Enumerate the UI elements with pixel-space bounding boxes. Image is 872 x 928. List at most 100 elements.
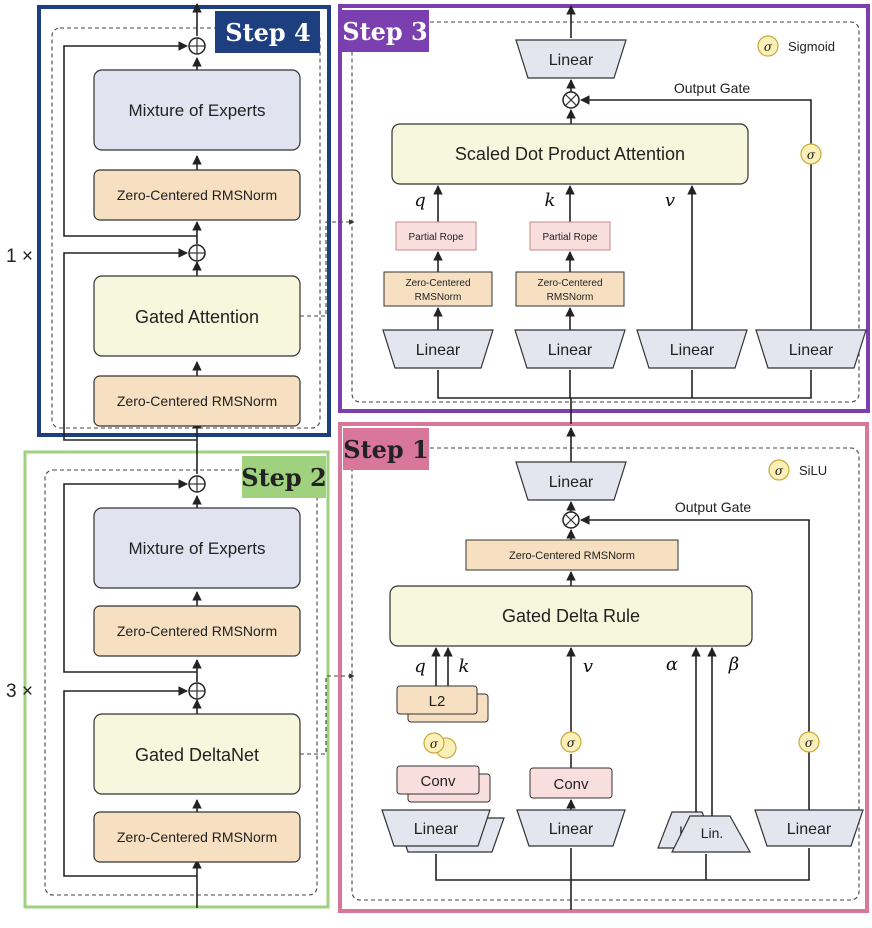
query-label: q <box>414 190 426 211</box>
svg-text:σ: σ <box>567 736 576 750</box>
zoom-link-attention <box>300 219 355 317</box>
conv-block: Conv <box>529 767 613 799</box>
conv-block: Conv <box>396 765 491 803</box>
residual-connection <box>63 248 197 441</box>
linear-v-block: Linear <box>516 809 626 847</box>
svg-text:RMSNorm: RMSNorm <box>415 292 462 303</box>
rmsnorm-block: Zero-Centered RMSNorm <box>93 811 301 863</box>
multiply-node <box>562 91 580 109</box>
query-label: q <box>414 656 426 677</box>
linear-qk-block: Linear <box>381 809 505 853</box>
gated-deltanet-block: Gated DeltaNet <box>93 713 301 795</box>
svg-text:σ: σ <box>807 148 816 162</box>
rmsnorm-block: Zero-Centered RMSNorm <box>93 169 301 221</box>
partial-rope-block: Partial Rope <box>395 221 477 251</box>
svg-text:Step 2: Step 2 <box>241 463 327 492</box>
svg-text:Linear: Linear <box>549 474 594 491</box>
linear-gate-block: Linear <box>755 329 867 369</box>
svg-text:L2: L2 <box>429 693 446 710</box>
repeat-count-deltanet: 3 × <box>6 681 33 702</box>
linear-gate-block: Linear <box>754 809 864 847</box>
attention-detail-panel <box>351 21 860 403</box>
svg-text:Partial Rope: Partial Rope <box>542 232 597 243</box>
add-node <box>188 244 206 262</box>
alpha-label: α <box>666 654 678 675</box>
attention-legend: σ Sigmoid <box>757 35 835 57</box>
multiply-node <box>562 511 580 529</box>
svg-text:Linear: Linear <box>414 821 459 838</box>
svg-text:Gated Attention: Gated Attention <box>135 307 259 327</box>
residual-connection <box>63 686 197 877</box>
svg-text:σ: σ <box>430 737 439 751</box>
moe-block: Mixture of Experts <box>93 507 301 589</box>
input-bus <box>435 848 810 881</box>
svg-text:Conv: Conv <box>553 776 589 793</box>
add-node <box>188 682 206 700</box>
svg-text:Linear: Linear <box>549 821 594 838</box>
gate-path <box>580 95 812 330</box>
rmsnorm-block: Zero-Centered RMSNorm <box>93 375 301 427</box>
zoom-link-deltanet <box>300 673 355 755</box>
linear-k-block: Linear <box>514 329 626 369</box>
svg-text:RMSNorm: RMSNorm <box>547 292 594 303</box>
svg-text:Linear: Linear <box>670 342 715 359</box>
svg-text:Step 4: Step 4 <box>225 18 311 47</box>
svg-text:Mixture of Experts: Mixture of Experts <box>129 101 266 120</box>
linear-block: Linear <box>515 461 627 501</box>
sdpa-block: Scaled Dot Product Attention <box>391 123 749 185</box>
key-label: k <box>545 190 556 211</box>
rmsnorm-block: Zero-Centered RMSNorm <box>515 271 625 307</box>
svg-text:Zero-Centered RMSNorm: Zero-Centered RMSNorm <box>509 550 635 562</box>
svg-text:Step 3: Step 3 <box>342 17 428 46</box>
svg-text:Gated DeltaNet: Gated DeltaNet <box>135 745 259 765</box>
step1-frame <box>338 422 869 913</box>
svg-text:Mixture of Experts: Mixture of Experts <box>129 539 266 558</box>
value-label: v <box>583 656 593 677</box>
deltanet-layer-panel <box>44 469 318 896</box>
output-gate-label: Output Gate <box>675 499 751 515</box>
svg-text:Scaled Dot Product Attention: Scaled Dot Product Attention <box>455 144 685 164</box>
svg-text:Zero-Centered: Zero-Centered <box>537 278 602 289</box>
partial-rope-block: Partial Rope <box>529 221 611 251</box>
svg-text:Linear: Linear <box>548 342 593 359</box>
step4-label: Step 4 <box>215 11 320 53</box>
svg-text:Step 1: Step 1 <box>343 435 429 464</box>
step3-frame <box>338 4 870 413</box>
linear-block: Linear <box>515 39 627 79</box>
step3-label: Step 3 <box>342 10 429 52</box>
gate-path <box>580 515 810 812</box>
rmsnorm-block: Zero-Centered RMSNorm <box>383 271 493 307</box>
value-label: v <box>665 190 675 211</box>
svg-text:σ: σ <box>805 736 814 750</box>
svg-text:Gated Delta Rule: Gated Delta Rule <box>502 606 640 626</box>
residual-connection <box>63 41 197 237</box>
svg-text:Conv: Conv <box>420 773 456 790</box>
step2-frame <box>23 450 330 909</box>
repeat-count-attention: 1 × <box>6 246 33 267</box>
add-node <box>188 37 206 55</box>
attention-layer-panel <box>51 27 321 429</box>
l2-norm-block: L2 <box>396 685 489 723</box>
step4-frame <box>37 5 331 437</box>
input-bus <box>437 370 812 399</box>
svg-text:Zero-Centered RMSNorm: Zero-Centered RMSNorm <box>117 829 277 845</box>
svg-text:Linear: Linear <box>416 342 461 359</box>
step2-label: Step 2 <box>241 456 327 498</box>
sigmoid-node: σ <box>800 143 822 165</box>
residual-connection <box>63 479 197 673</box>
step1-label: Step 1 <box>343 428 429 470</box>
rmsnorm-block: Zero-Centered RMSNorm <box>93 605 301 657</box>
svg-text:Zero-Centered RMSNorm: Zero-Centered RMSNorm <box>117 393 277 409</box>
linear-q-block: Linear <box>382 329 494 369</box>
svg-text:Linear: Linear <box>789 342 834 359</box>
moe-block: Mixture of Experts <box>93 69 301 151</box>
svg-text:Zero-Centered RMSNorm: Zero-Centered RMSNorm <box>117 187 277 203</box>
svg-text:Zero-Centered: Zero-Centered <box>405 278 470 289</box>
svg-text:σ: σ <box>775 464 784 478</box>
key-label: k <box>459 656 470 677</box>
linear-v-block: Linear <box>636 329 748 369</box>
silu-node: σ <box>798 731 820 753</box>
svg-text:Sigmoid: Sigmoid <box>788 39 835 54</box>
rmsnorm-block: Zero-Centered RMSNorm <box>465 539 679 571</box>
